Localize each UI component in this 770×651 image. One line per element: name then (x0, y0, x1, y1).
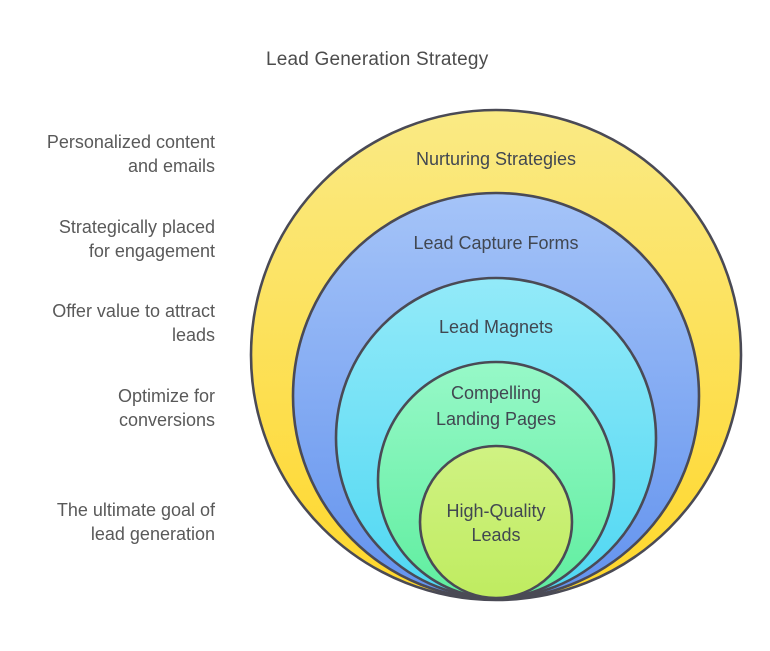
ring-label-lead-capture-forms: Lead Capture Forms (413, 233, 578, 253)
annotation-lead-capture-forms: Strategically placed for engagement (0, 215, 215, 263)
annotation-lead-magnets: Offer value to attract leads (0, 299, 215, 347)
annotation-line: The ultimate goal of (56, 500, 215, 520)
ring-label-landing-pages: Landing Pages (436, 409, 556, 429)
annotation-line: Personalized content (46, 132, 215, 152)
ring-label-high-quality: High-Quality (446, 501, 545, 521)
annotation-line: Strategically placed (58, 217, 215, 237)
annotation-line: Optimize for (117, 386, 215, 406)
annotation-line: leads (171, 325, 215, 345)
annotation-line: for engagement (88, 241, 215, 261)
annotation-nurturing-strategies: Personalized content and emails (0, 130, 215, 178)
annotation-line: conversions (118, 410, 215, 430)
ring-label-leads: Leads (471, 525, 520, 545)
annotation-line: lead generation (90, 524, 215, 544)
annotation-line: Offer value to attract (52, 301, 215, 321)
ring-label-compelling: Compelling (451, 383, 541, 403)
ring-high-quality-leads (418, 444, 574, 600)
ring-label-nurturing-strategies: Nurturing Strategies (416, 149, 576, 169)
annotation-landing-pages: Optimize for conversions (0, 384, 215, 432)
page-title: Lead Generation Strategy (266, 49, 489, 70)
annotation-high-quality-leads: The ultimate goal of lead generation (0, 498, 215, 546)
ring-label-lead-magnets: Lead Magnets (439, 317, 553, 337)
annotation-line: and emails (127, 156, 215, 176)
